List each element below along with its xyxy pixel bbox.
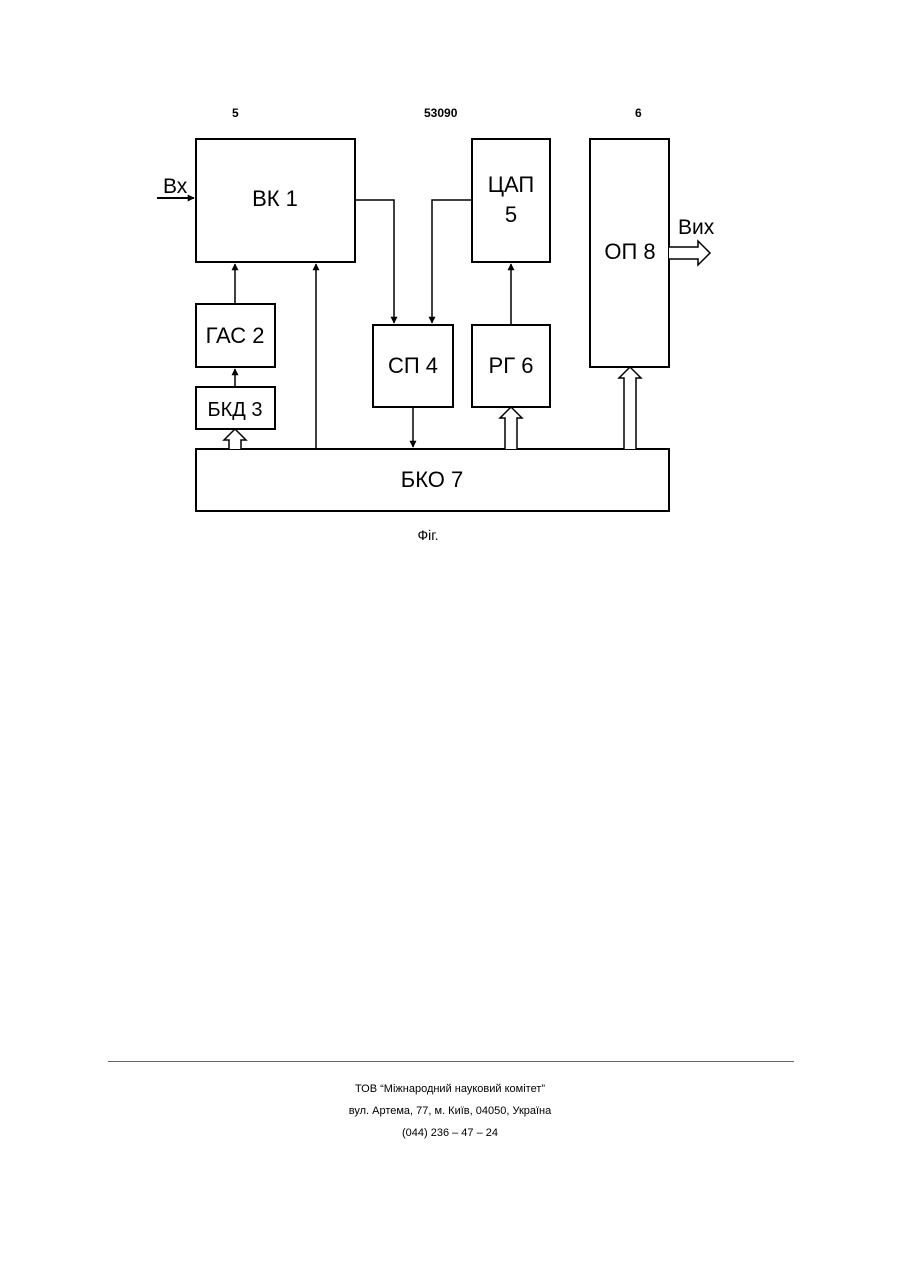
block-bko7: БКО 7 [196, 449, 669, 511]
footer-phone: (044) 236 – 47 – 24 [0, 1127, 900, 1139]
block-tsap5-label-1: ЦАП [488, 172, 535, 197]
block-vk1: ВК 1 [196, 139, 355, 262]
block-sp4: СП 4 [373, 325, 453, 407]
block-op8-label: ОП 8 [604, 239, 655, 264]
arrow-tsap5-to-sp4 [432, 200, 472, 323]
block-op8: ОП 8 [590, 139, 669, 367]
block-bko7-label: БКО 7 [401, 467, 463, 492]
block-sp4-label: СП 4 [388, 353, 438, 378]
block-vk1-label: ВК 1 [252, 186, 298, 211]
output-label: Вих [678, 216, 715, 239]
output-connector: Вих [669, 216, 715, 265]
input-connector: Вх [157, 175, 194, 198]
block-gas2-label: ГАС 2 [206, 323, 265, 348]
bus-arrow-bko7-to-op8 [619, 367, 641, 449]
block-rg6-label: РГ 6 [489, 353, 534, 378]
bus-arrow-bko7-to-bkd3 [224, 429, 246, 449]
block-bkd3-label: БКД 3 [208, 399, 263, 421]
footer-address: вул. Артема, 77, м. Київ, 04050, Україна [0, 1105, 900, 1117]
input-label: Вх [163, 175, 188, 198]
figure-caption: Фіг. [0, 527, 856, 543]
footer-divider [108, 1061, 794, 1062]
block-tsap5-label-2: 5 [505, 202, 517, 227]
arrow-vk1-to-sp4 [355, 200, 394, 323]
block-rg6: РГ 6 [472, 325, 550, 407]
block-diagram: ВК 1 ЦАП 5 ОП 8 ГАС 2 БКД 3 СП 4 РГ 6 БК… [0, 0, 900, 600]
block-tsap5: ЦАП 5 [472, 139, 550, 262]
block-bkd3: БКД 3 [196, 387, 275, 429]
bus-arrow-bko7-to-rg6 [500, 407, 522, 449]
block-gas2: ГАС 2 [196, 304, 275, 367]
footer-company: ТОВ “Міжнародний науковий комітет” [0, 1083, 900, 1095]
